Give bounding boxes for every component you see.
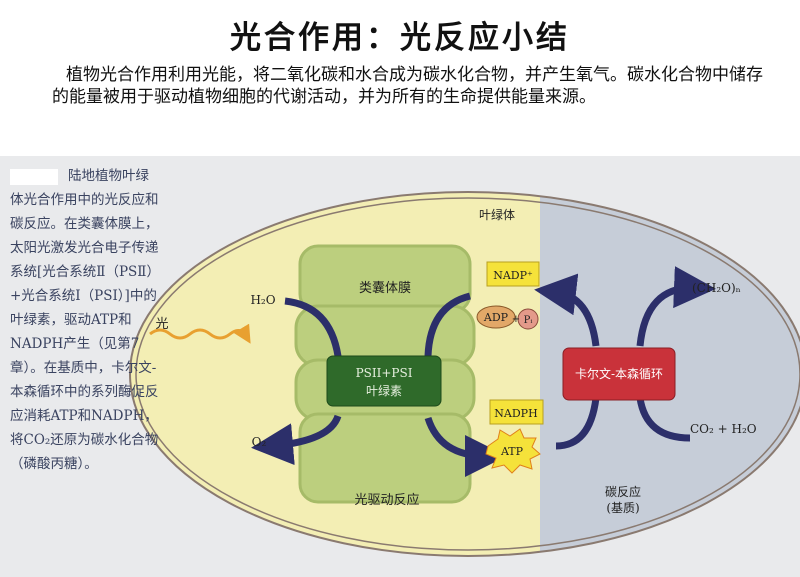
plus-label: +: [512, 314, 520, 325]
nadp-label: NADP⁺: [493, 269, 533, 282]
nadp-tag: [486, 261, 540, 287]
stroma-label: (基质): [606, 501, 639, 515]
light-reaction-label: 光驱动反应: [354, 492, 419, 508]
carbon-reaction-label: 碳反应: [605, 484, 641, 499]
atp-label: ATP: [500, 445, 524, 458]
atp-starburst: [485, 428, 541, 474]
light-label: 光: [155, 317, 168, 332]
co2-h2o-label: CO₂ + H₂O: [690, 422, 757, 436]
thylakoid-label: 类囊体膜: [359, 280, 411, 296]
intro-paragraph: 植物光合作用利用光能，将二氧化碳和水合成为碳水化合物，并产生氧气。碳水化合物中储…: [52, 65, 763, 107]
o2-label: O₂: [252, 435, 267, 449]
ps-label-line1: PSII+PSI: [356, 366, 413, 380]
photosystem-box: [326, 355, 442, 407]
h2o-label: H₂O: [250, 293, 275, 307]
figure-caption: 陆地植物叶绿体光合作用中的光反应和碳反应。在类囊体膜上，太阳光激发光合电子传递系…: [10, 164, 160, 476]
ch2o-label: (CH₂O)ₙ: [692, 281, 741, 295]
calvin-label: 卡尔文-本森循环: [575, 366, 663, 381]
caption-text: 陆地植物叶绿体光合作用中的光反应和碳反应。在类囊体膜上，太阳光激发光合电子传递系…: [10, 168, 160, 472]
adp-label: ADP: [483, 311, 509, 324]
adp-oval: [476, 305, 516, 329]
inner-membrane: [135, 197, 800, 551]
ps-label-line2: 叶绿素: [366, 383, 402, 398]
figure: 叶绿体 类囊体膜 光 H₂O O₂ PSII+PSI 叶绿素 NADP⁺ ADP…: [0, 156, 800, 577]
light-arrow: [149, 323, 251, 344]
chloroplast-diagram: 叶绿体 类囊体膜 光 H₂O O₂ PSII+PSI 叶绿素 NADP⁺ ADP…: [129, 191, 800, 557]
redacted-figure-number: [10, 168, 58, 185]
nadph-label: NADPH: [494, 407, 537, 420]
pi-circle: [517, 308, 539, 330]
slide-title: 光合作用：光反应小结: [230, 20, 570, 56]
outer-membrane: [129, 191, 800, 557]
flow-arrows: [251, 266, 716, 477]
calvin-cycle-box: [562, 347, 676, 401]
chloroplast-label: 叶绿体: [479, 207, 515, 222]
pi-label: Pᵢ: [524, 315, 533, 326]
nadph-tag: [489, 399, 544, 425]
